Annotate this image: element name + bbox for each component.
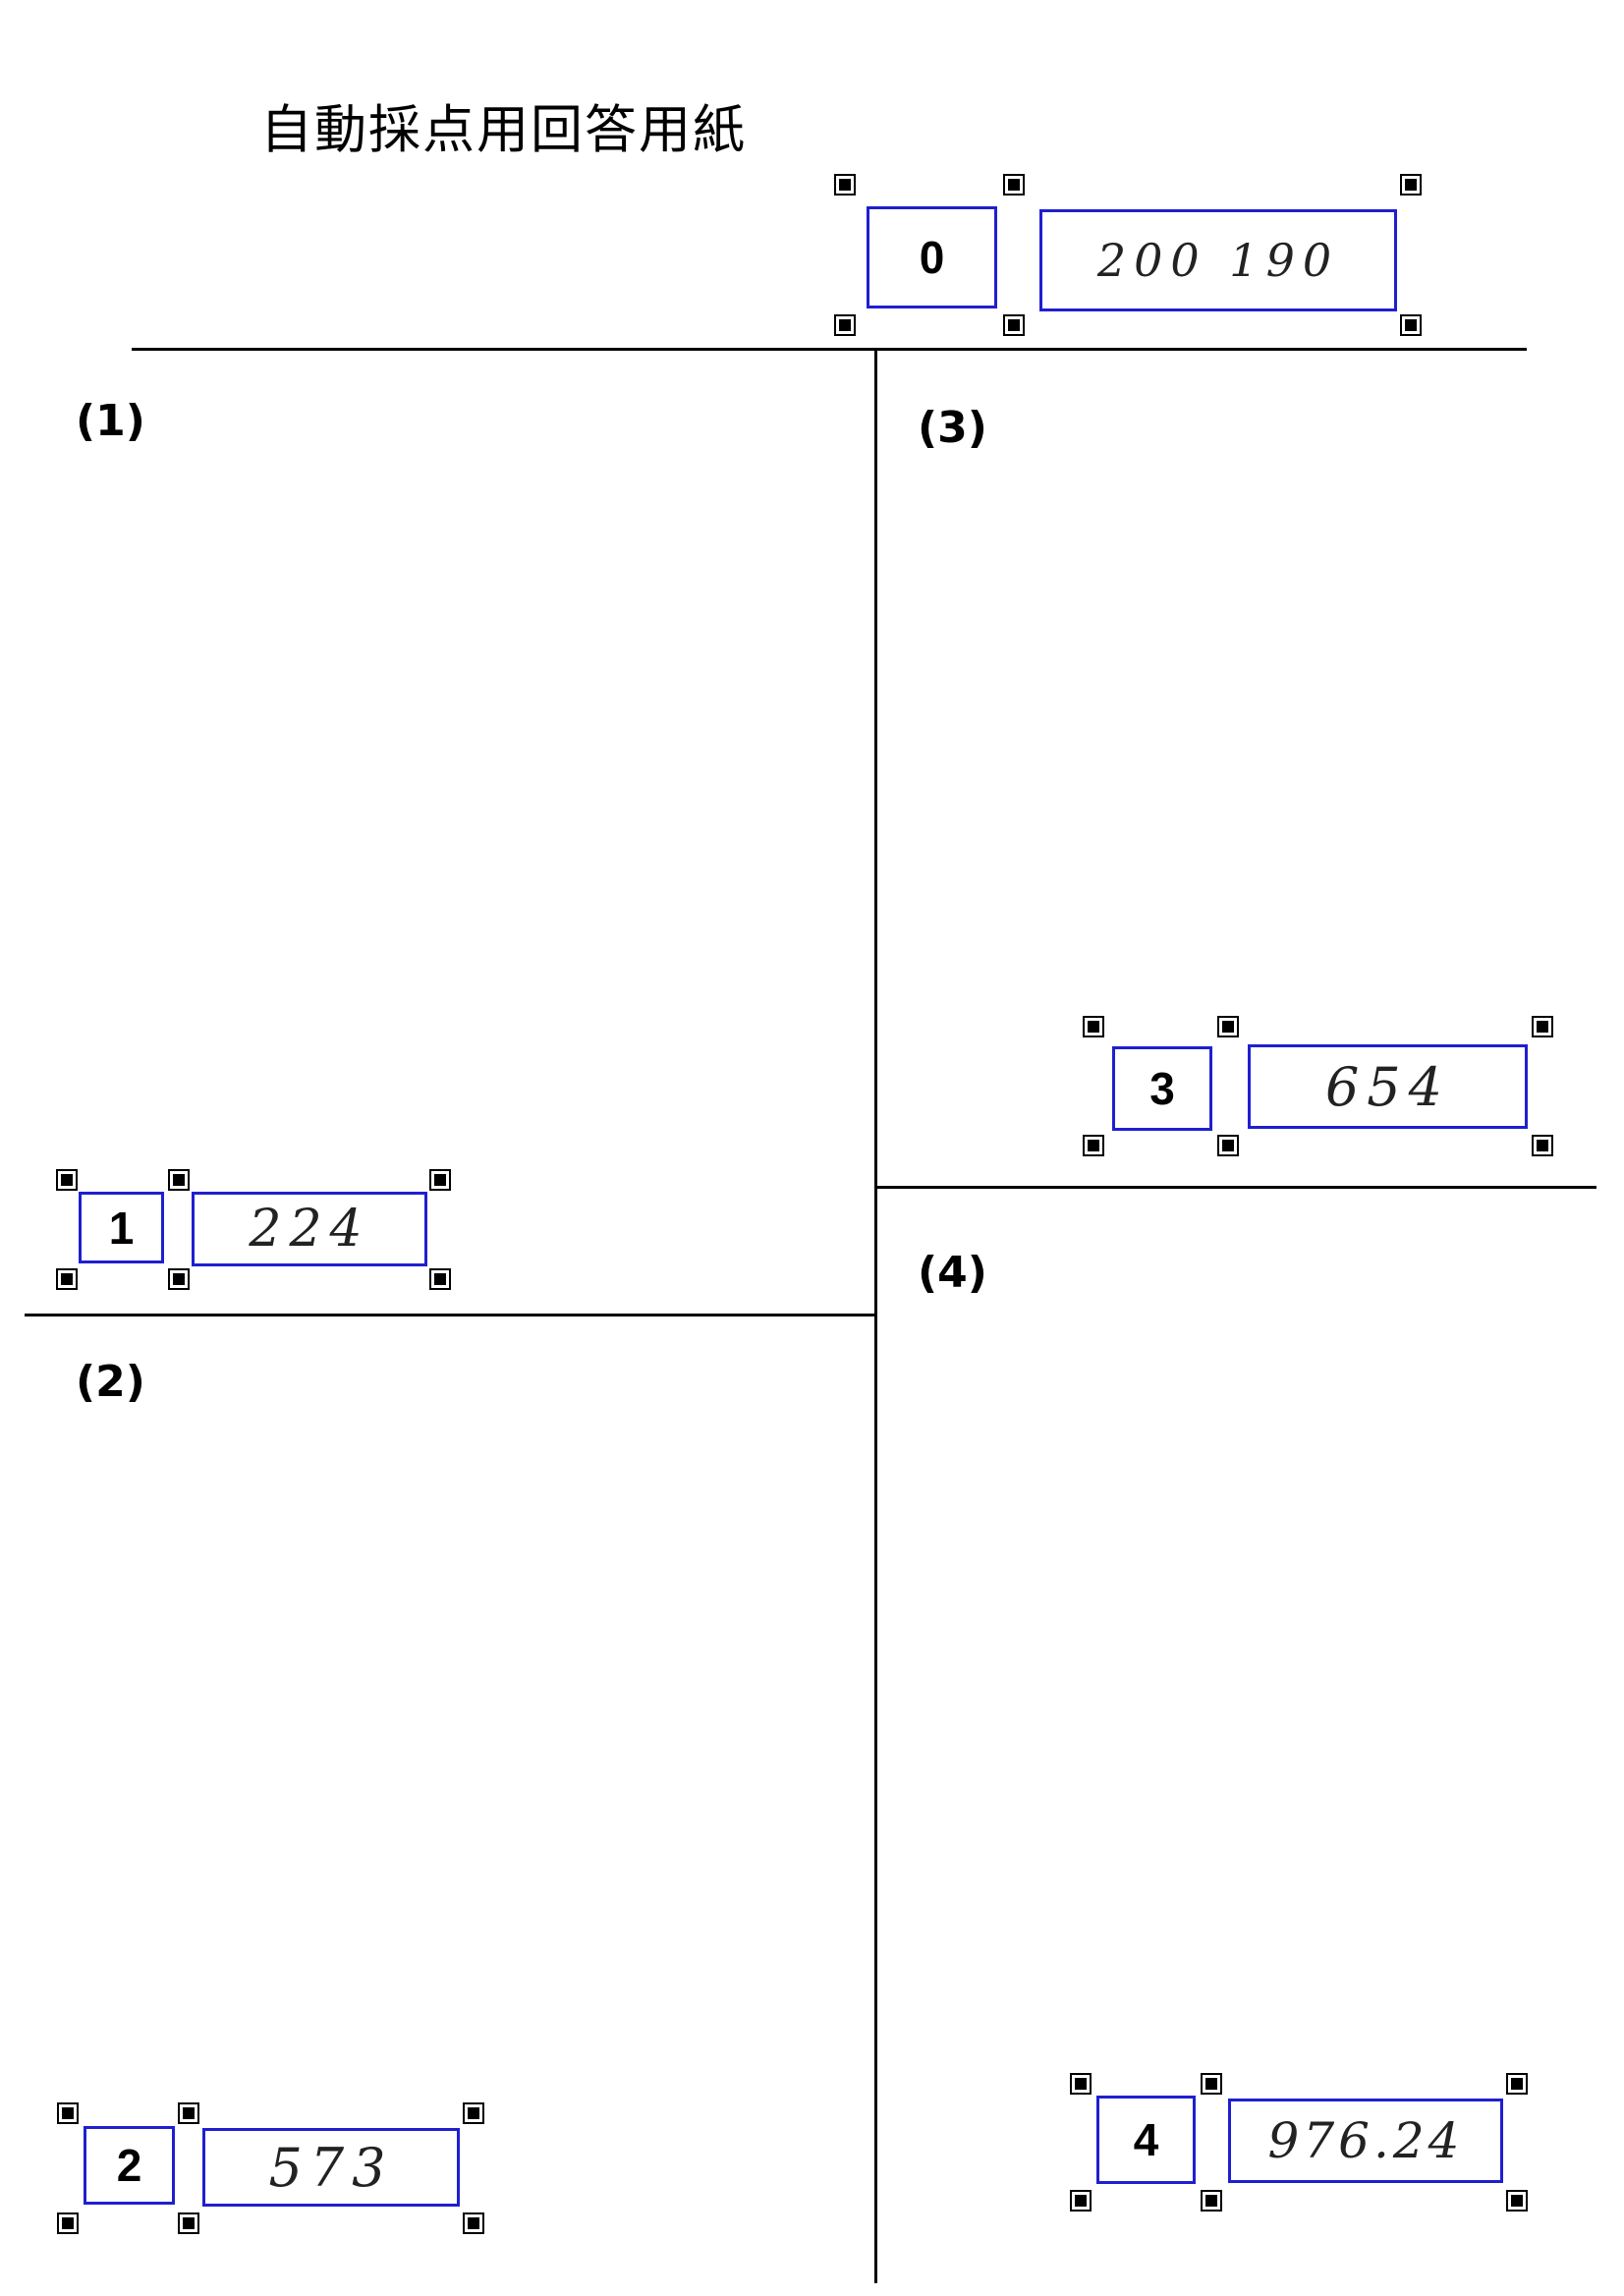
right-divider <box>877 1186 1596 1189</box>
question-number-box-4: 4 <box>1096 2096 1196 2184</box>
answer-box-4[interactable]: 976.24 <box>1228 2099 1503 2183</box>
registration-marker <box>1201 2190 1222 2212</box>
question-label-4: (4) <box>918 1248 987 1298</box>
registration-marker <box>178 2102 199 2124</box>
question-label-1: (1) <box>76 396 145 446</box>
registration-marker <box>1506 2190 1528 2212</box>
registration-marker <box>1003 174 1025 196</box>
answer-box-3[interactable]: 654 <box>1248 1044 1528 1129</box>
registration-marker <box>834 174 856 196</box>
header-number-box: 0 <box>867 206 997 308</box>
registration-marker <box>178 2212 199 2234</box>
registration-marker <box>1070 2073 1092 2095</box>
registration-marker <box>429 1268 451 1290</box>
registration-marker <box>429 1169 451 1191</box>
registration-marker <box>1400 314 1422 336</box>
registration-marker <box>1532 1016 1553 1037</box>
registration-marker <box>1532 1135 1553 1156</box>
registration-marker <box>1003 314 1025 336</box>
answer-box-1[interactable]: 224 <box>192 1192 427 1266</box>
header-answer-box[interactable]: 200 190 <box>1039 209 1397 311</box>
top-divider <box>132 348 1527 351</box>
registration-marker <box>834 314 856 336</box>
answer-box-2[interactable]: 573 <box>202 2128 460 2207</box>
registration-marker <box>463 2102 484 2124</box>
registration-marker <box>1070 2190 1092 2212</box>
registration-marker <box>57 2102 79 2124</box>
registration-marker <box>463 2212 484 2234</box>
registration-marker <box>1217 1016 1239 1037</box>
registration-marker <box>56 1268 78 1290</box>
registration-marker <box>1083 1016 1104 1037</box>
registration-marker <box>1217 1135 1239 1156</box>
question-number-box-3: 3 <box>1112 1046 1212 1131</box>
registration-marker <box>57 2212 79 2234</box>
registration-marker <box>1506 2073 1528 2095</box>
registration-marker <box>1083 1135 1104 1156</box>
sheet-title: 自動採点用回答用紙 <box>260 100 747 160</box>
question-label-2: (2) <box>76 1357 145 1407</box>
registration-marker <box>56 1169 78 1191</box>
question-number-box-2: 2 <box>84 2126 175 2205</box>
registration-marker <box>1201 2073 1222 2095</box>
left-divider <box>25 1314 876 1316</box>
question-label-3: (3) <box>918 403 987 453</box>
question-number-box-1: 1 <box>79 1192 164 1263</box>
center-divider <box>874 350 877 2283</box>
registration-marker <box>168 1169 190 1191</box>
registration-marker <box>1400 174 1422 196</box>
registration-marker <box>168 1268 190 1290</box>
